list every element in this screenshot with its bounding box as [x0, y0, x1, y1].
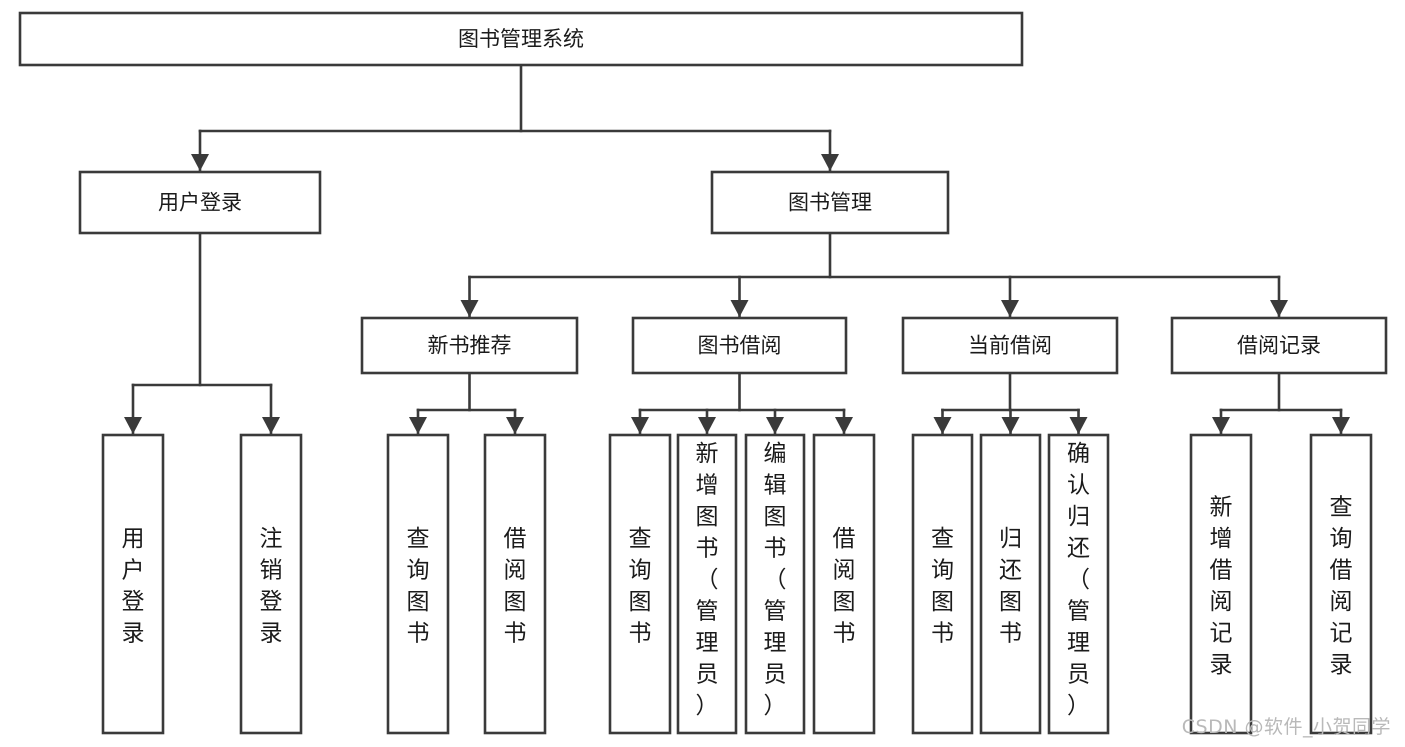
arrow-head-icon — [1001, 300, 1019, 317]
node-leaf-query-book-1-rect — [386, 433, 450, 735]
node-leaf-add-record[interactable]: 新增借阅记录 — [1189, 433, 1253, 735]
node-leaf-borrow-book-2-rect — [812, 433, 876, 735]
node-borrow-record-label: 借阅记录 — [1237, 334, 1321, 358]
node-leaf-add-record-label: 新增借阅记录 — [1210, 495, 1233, 679]
arrow-head-icon — [409, 417, 427, 434]
node-root-system-label: 图书管理系统 — [458, 27, 584, 51]
arrow-head-icon — [698, 417, 716, 434]
node-user-login-rect — [78, 170, 322, 235]
node-user-login[interactable]: 用户登录 — [78, 170, 322, 235]
node-leaf-query-record-label: 查询借阅记录 — [1330, 495, 1353, 679]
node-leaf-user-login-rect — [101, 433, 165, 735]
arrow-head-icon — [262, 417, 280, 434]
node-leaf-borrow-book-1-label: 借阅图书 — [504, 526, 527, 647]
arrow-head-icon — [835, 417, 853, 434]
node-new-book-recommend[interactable]: 新书推荐 — [360, 316, 579, 375]
node-leaf-query-book-3-rect — [911, 433, 974, 735]
node-leaf-edit-book-label: 编辑图书（管理员） — [764, 441, 787, 719]
node-leaf-add-record-rect — [1189, 433, 1253, 735]
node-book-borrow-rect — [631, 316, 848, 375]
node-leaf-query-book-2-label: 查询图书 — [629, 526, 652, 647]
arrow-head-icon — [730, 300, 749, 317]
node-leaf-return-book-rect — [979, 433, 1042, 735]
arrow-head-icon — [933, 417, 952, 434]
node-leaf-query-record[interactable]: 查询借阅记录 — [1309, 433, 1373, 735]
arrow-head-icon — [1069, 417, 1088, 434]
node-new-book-recommend-label: 新书推荐 — [428, 334, 512, 358]
node-current-borrow-label: 当前借阅 — [968, 334, 1052, 358]
arrow-head-icon — [460, 300, 479, 317]
node-book-borrow-label: 图书借阅 — [698, 334, 782, 358]
node-leaf-query-book-1-label: 查询图书 — [407, 526, 430, 647]
node-leaf-return-book[interactable]: 归还图书 — [979, 433, 1042, 735]
nodes-layer: 图书管理系统用户登录图书管理新书推荐图书借阅当前借阅借阅记录用户登录注销登录查询… — [18, 11, 1388, 735]
node-leaf-borrow-book-2-label: 借阅图书 — [833, 526, 856, 647]
arrow-head-icon — [1212, 417, 1230, 434]
node-leaf-query-book-2[interactable]: 查询图书 — [608, 433, 672, 735]
node-leaf-confirm-return[interactable]: 确认归还（管理员） — [1047, 433, 1110, 735]
node-leaf-borrow-book-1-rect — [483, 433, 547, 735]
node-new-book-recommend-rect — [360, 316, 579, 375]
node-leaf-edit-book-rect — [744, 433, 806, 735]
node-leaf-add-book-label: 新增图书（管理员） — [696, 441, 719, 719]
node-book-borrow[interactable]: 图书借阅 — [631, 316, 848, 375]
arrow-head-icon — [1270, 300, 1288, 317]
node-book-management-rect — [710, 170, 950, 235]
node-leaf-query-book-3-label: 查询图书 — [931, 526, 954, 647]
node-leaf-query-book-3[interactable]: 查询图书 — [911, 433, 974, 735]
arrow-head-icon — [766, 417, 784, 434]
node-leaf-borrow-book-2[interactable]: 借阅图书 — [812, 433, 876, 735]
node-leaf-confirm-return-label: 确认归还（管理员） — [1067, 441, 1090, 719]
connectors-layer — [124, 63, 1350, 436]
node-borrow-record-rect — [1170, 316, 1388, 375]
node-current-borrow[interactable]: 当前借阅 — [901, 316, 1119, 375]
node-leaf-edit-book[interactable]: 编辑图书（管理员） — [744, 433, 806, 735]
arrow-head-icon — [1332, 417, 1350, 434]
node-borrow-record[interactable]: 借阅记录 — [1170, 316, 1388, 375]
node-leaf-user-login[interactable]: 用户登录 — [101, 433, 165, 735]
node-leaf-logout-rect — [239, 433, 303, 735]
node-leaf-user-login-label: 用户登录 — [122, 526, 145, 647]
node-root-system[interactable]: 图书管理系统 — [18, 11, 1024, 67]
node-leaf-query-book-1[interactable]: 查询图书 — [386, 433, 450, 735]
node-leaf-borrow-book-1[interactable]: 借阅图书 — [483, 433, 547, 735]
node-leaf-add-book-rect — [676, 433, 738, 735]
arrow-head-icon — [191, 154, 209, 171]
arrow-head-icon — [821, 154, 839, 171]
node-user-login-label: 用户登录 — [158, 191, 242, 215]
node-leaf-return-book-label: 归还图书 — [999, 526, 1022, 647]
arrow-head-icon — [631, 417, 649, 434]
node-book-management-label: 图书管理 — [788, 191, 872, 215]
node-book-management[interactable]: 图书管理 — [710, 170, 950, 235]
node-leaf-logout[interactable]: 注销登录 — [239, 433, 303, 735]
node-leaf-confirm-return-rect — [1047, 433, 1110, 735]
node-leaf-query-book-2-rect — [608, 433, 672, 735]
node-root-system-rect — [18, 11, 1024, 67]
arrow-head-icon — [1001, 417, 1020, 434]
node-current-borrow-rect — [901, 316, 1119, 375]
node-leaf-logout-label: 注销登录 — [260, 526, 283, 647]
arrow-head-icon — [506, 417, 524, 434]
node-leaf-query-record-rect — [1309, 433, 1373, 735]
arrow-head-icon — [124, 417, 142, 434]
node-leaf-add-book[interactable]: 新增图书（管理员） — [676, 433, 738, 735]
